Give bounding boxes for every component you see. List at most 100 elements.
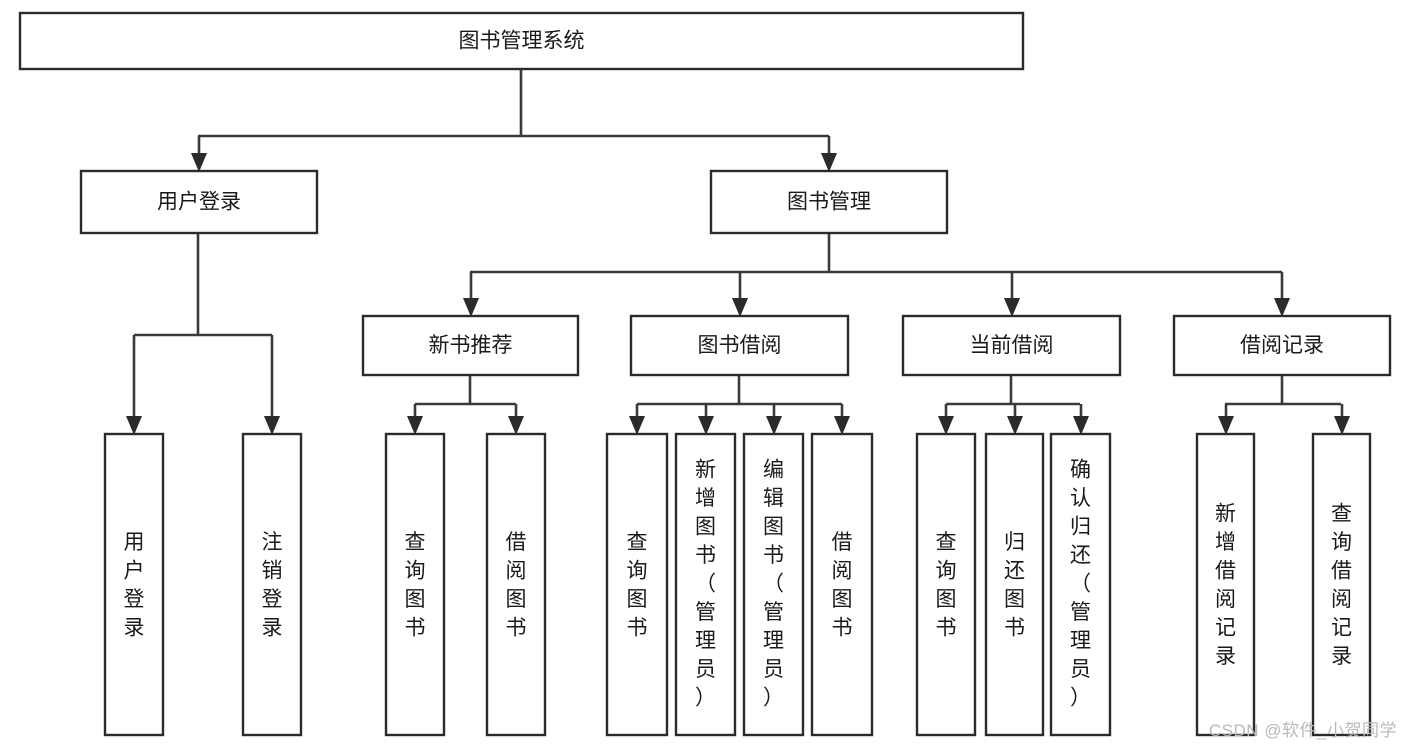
node-leaf-borrow-add[interactable]: 新增图书（管理员） xyxy=(674,432,737,737)
node-leaf-rec-query[interactable]: 查询图书 xyxy=(384,432,446,737)
node-book-manage[interactable]: 图书管理 xyxy=(709,169,949,235)
node-leaf-rec-query2[interactable]: 查询借阅记录 xyxy=(1311,432,1372,737)
arrow-head-icon xyxy=(732,298,748,317)
node-label: 查询借阅记录 xyxy=(1331,502,1352,668)
edge-arrow xyxy=(732,272,748,317)
node-box xyxy=(810,432,874,737)
edge-arrow xyxy=(264,335,280,435)
node-label: 借阅图书 xyxy=(832,530,853,639)
node-label: 图书管理 xyxy=(787,191,871,214)
node-box xyxy=(1311,432,1372,737)
arrow-head-icon xyxy=(938,416,954,435)
edge-arrow xyxy=(1073,404,1089,435)
node-label: 新增图书（管理员） xyxy=(695,458,716,709)
edge-arrow xyxy=(698,404,714,435)
node-leaf-logout[interactable]: 注销登录 xyxy=(241,432,303,737)
node-label: 编辑图书（管理员） xyxy=(763,458,784,709)
node-label: 借阅记录 xyxy=(1240,334,1324,357)
node-leaf-borrow-lend[interactable]: 借阅图书 xyxy=(810,432,874,737)
arrow-head-icon xyxy=(1004,298,1020,317)
node-label: 新增借阅记录 xyxy=(1215,502,1236,668)
node-leaf-user-login[interactable]: 用户登录 xyxy=(103,432,165,737)
edge-arrow xyxy=(126,335,142,435)
node-box xyxy=(241,432,303,737)
node-box xyxy=(103,432,165,737)
node-label: 查询图书 xyxy=(627,530,648,639)
arrow-head-icon xyxy=(407,416,423,435)
arrow-head-icon xyxy=(821,153,837,172)
node-box xyxy=(79,169,319,235)
node-box xyxy=(1195,432,1256,737)
node-leaf-cur-query[interactable]: 查询图书 xyxy=(915,432,977,737)
node-box xyxy=(361,314,580,377)
node-box xyxy=(18,11,1025,71)
arrow-head-icon xyxy=(1274,298,1290,317)
arrow-head-icon xyxy=(191,153,207,172)
node-leaf-cur-return[interactable]: 归还图书 xyxy=(984,432,1045,737)
edge-arrow xyxy=(766,404,782,435)
node-borrow-record[interactable]: 借阅记录 xyxy=(1172,314,1392,377)
edge-arrow xyxy=(629,404,645,435)
node-leaf-rec-borrow[interactable]: 借阅图书 xyxy=(485,432,547,737)
node-label: 用户登录 xyxy=(124,530,145,639)
node-root[interactable]: 图书管理系统 xyxy=(18,11,1025,71)
branch-connector xyxy=(470,233,1282,274)
node-new-book-rec[interactable]: 新书推荐 xyxy=(361,314,580,377)
node-book-borrow[interactable]: 图书借阅 xyxy=(629,314,850,377)
node-current-borrow[interactable]: 当前借阅 xyxy=(901,314,1122,377)
edge-arrow xyxy=(191,136,207,172)
node-box xyxy=(605,432,669,737)
node-box xyxy=(1049,432,1112,737)
edge-arrow xyxy=(1334,404,1350,435)
arrow-head-icon xyxy=(508,416,524,435)
connector-layer xyxy=(126,69,1350,435)
node-label: 图书借阅 xyxy=(698,334,782,357)
arrow-head-icon xyxy=(126,416,142,435)
edge-arrow xyxy=(938,404,954,435)
node-box xyxy=(709,169,949,235)
node-box xyxy=(1172,314,1392,377)
node-label: 归还图书 xyxy=(1004,530,1025,639)
node-label: 用户登录 xyxy=(157,191,241,214)
node-label: 查询图书 xyxy=(936,530,957,639)
branch-connector xyxy=(134,233,272,337)
node-layer: 图书管理系统用户登录图书管理新书推荐图书借阅当前借阅借阅记录用户登录注销登录查询… xyxy=(18,11,1392,737)
node-box xyxy=(901,314,1122,377)
edge-arrow xyxy=(463,272,479,317)
edge-arrow xyxy=(1274,272,1290,317)
node-box xyxy=(984,432,1045,737)
arrow-head-icon xyxy=(766,416,782,435)
node-leaf-cur-confirm[interactable]: 确认归还（管理员） xyxy=(1049,432,1112,737)
arrow-head-icon xyxy=(1218,416,1234,435)
node-leaf-borrow-edit[interactable]: 编辑图书（管理员） xyxy=(742,432,805,737)
edge-arrow xyxy=(1218,404,1234,435)
arrow-head-icon xyxy=(1334,416,1350,435)
node-box xyxy=(742,432,805,737)
branch-connector xyxy=(1225,375,1341,406)
edge-arrow xyxy=(834,404,850,435)
edge-arrow xyxy=(1007,404,1023,435)
edge-arrow xyxy=(508,404,524,435)
arrow-head-icon xyxy=(834,416,850,435)
branch-connector xyxy=(415,375,516,406)
node-box xyxy=(674,432,737,737)
arrow-head-icon xyxy=(463,298,479,317)
node-label: 注销登录 xyxy=(262,530,283,639)
branch-connector xyxy=(946,375,1080,406)
node-label: 查询图书 xyxy=(405,530,426,639)
node-box xyxy=(629,314,850,377)
arrow-head-icon xyxy=(1007,416,1023,435)
node-label: 新书推荐 xyxy=(429,334,513,357)
arrow-head-icon xyxy=(629,416,645,435)
node-label: 确认归还（管理员） xyxy=(1070,458,1091,709)
node-user-login[interactable]: 用户登录 xyxy=(79,169,319,235)
node-leaf-rec-add[interactable]: 新增借阅记录 xyxy=(1195,432,1256,737)
edge-arrow xyxy=(1004,272,1020,317)
arrow-head-icon xyxy=(1073,416,1089,435)
arrow-head-icon xyxy=(698,416,714,435)
node-leaf-borrow-query[interactable]: 查询图书 xyxy=(605,432,669,737)
node-box xyxy=(384,432,446,737)
branch-connector xyxy=(637,375,842,406)
node-label: 当前借阅 xyxy=(970,334,1054,357)
